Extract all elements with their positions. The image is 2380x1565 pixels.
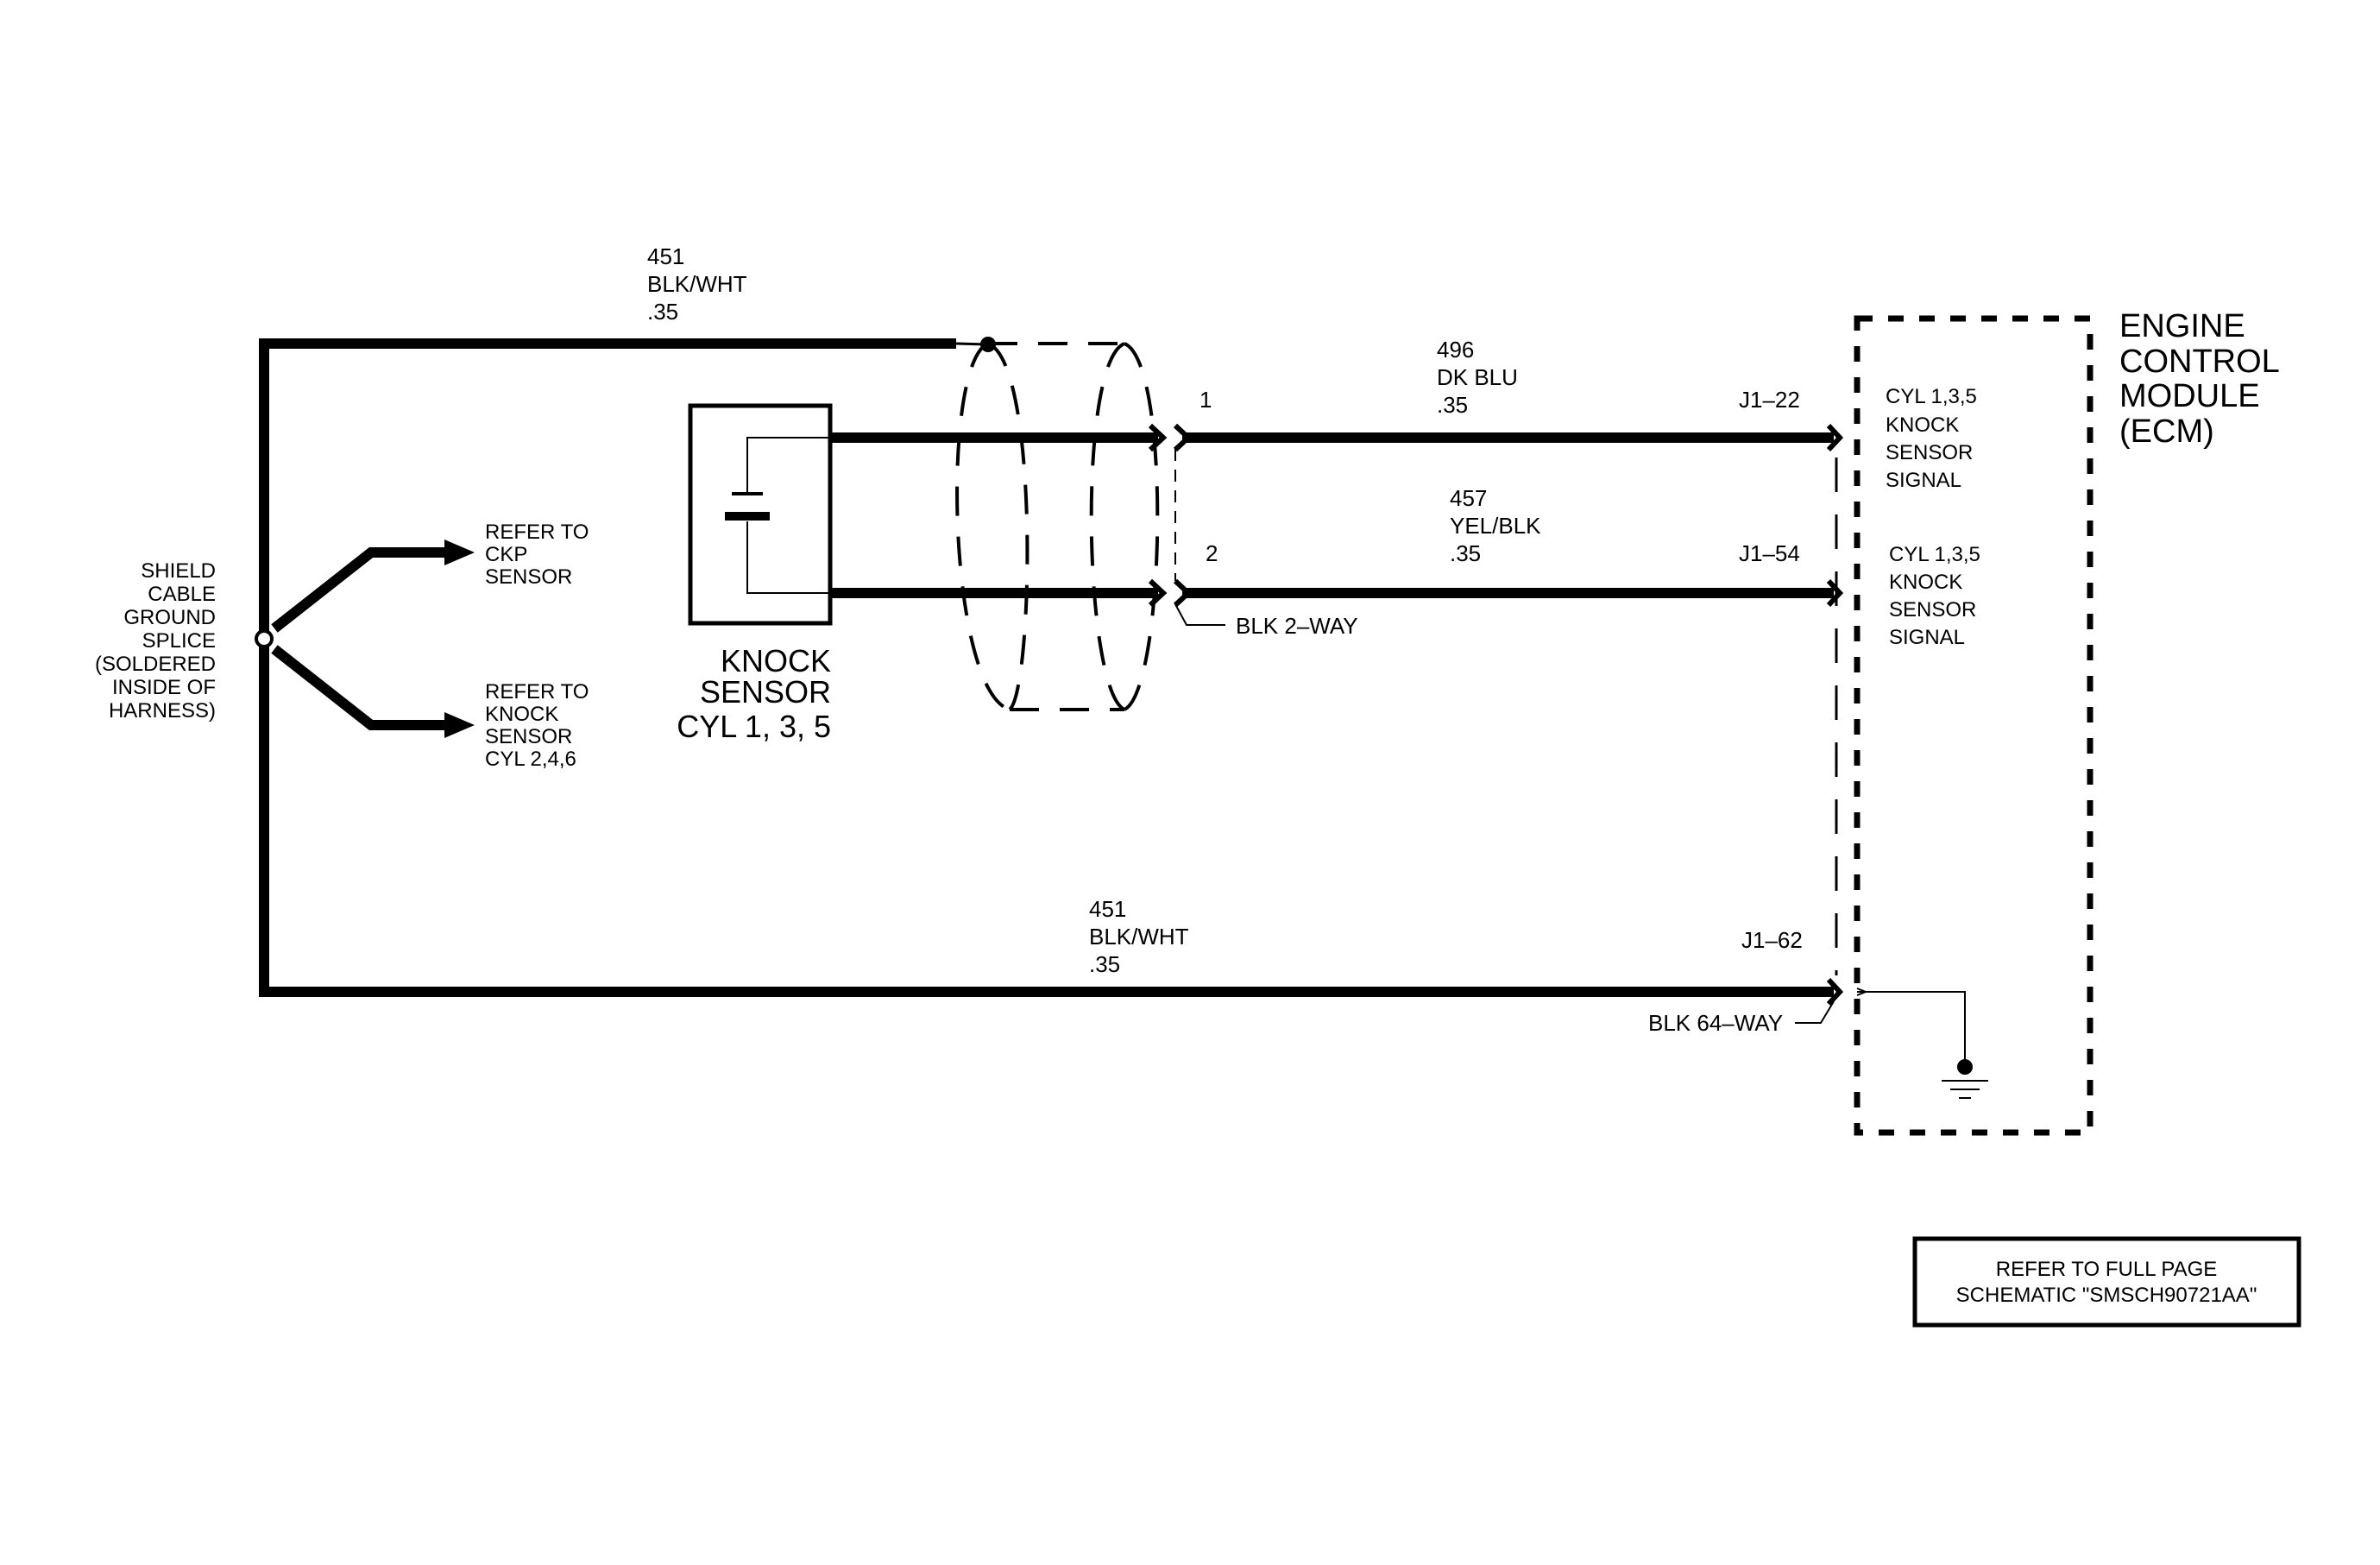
arrow-to-ckp <box>444 540 475 565</box>
splice-label: SHIELD CABLE GROUND SPLICE (SOLDERED INS… <box>95 559 216 723</box>
ecm-signal-line: KNOCK <box>1886 413 1959 437</box>
ecm-signal-line: CYL 1,3,5 <box>1886 385 1977 408</box>
ecm-signal-line: CYL 1,3,5 <box>1889 543 1980 566</box>
splice-label-line: CABLE <box>148 583 216 606</box>
ecm-signal-line: SENSOR <box>1889 598 1976 622</box>
shield-wire-top-label: 451 BLK/WHT .35 <box>647 243 747 325</box>
wire-gauge: .35 <box>1089 951 1120 977</box>
cable-shield <box>955 342 1160 711</box>
ecm-title-line: CONTROL <box>2119 344 2280 380</box>
ref-knock-line: KNOCK <box>485 703 558 726</box>
ecm-title: ENGINE CONTROL MODULE (ECM) <box>2119 308 2280 450</box>
signal-wire-1-label: 496 DK BLU .35 1 J1–22 <box>1199 337 1800 418</box>
splice-label-line: SPLICE <box>142 629 216 653</box>
connector-64way-label: BLK 64–WAY <box>1648 1010 1783 1036</box>
branch-to-knock-246 <box>271 645 449 730</box>
connector-2way-label: BLK 2–WAY <box>1236 613 1358 639</box>
ecm-pin-j1-62: J1–62 <box>1741 927 1803 953</box>
ecm-module-box <box>1854 315 2094 1136</box>
splice-label-line: INSIDE OF <box>112 676 216 699</box>
ref-knock-line: SENSOR <box>485 725 572 748</box>
wire-circuit: 451 <box>647 243 684 269</box>
knock-sensor-line: SENSOR <box>700 674 831 710</box>
footer-note-box <box>1912 1236 2301 1328</box>
splice-label-line: HARNESS) <box>109 699 216 723</box>
shield-wire-bottom-label: 451 BLK/WHT .35 J1–62 <box>1089 896 1803 977</box>
shield-wire-top <box>259 338 1834 997</box>
splice-node <box>255 629 274 648</box>
ecm-title-line: (ECM) <box>2119 413 2214 450</box>
sensor-pin-2: 2 <box>1206 540 1218 566</box>
ecm-title-line: MODULE <box>2119 378 2260 414</box>
knock-sensor-line: CYL 1, 3, 5 <box>677 709 831 744</box>
ref-ckp-line: CKP <box>485 543 527 566</box>
wire-gauge: .35 <box>1437 392 1468 418</box>
signal-wire-2-label: 457 YEL/BLK .35 2 J1–54 <box>1206 485 1800 566</box>
knock-sensor-label: KNOCK SENSOR CYL 1, 3, 5 <box>677 643 831 744</box>
ecm-signal-line: SIGNAL <box>1889 626 1965 649</box>
ref-knock-246-label: REFER TO KNOCK SENSOR CYL 2,4,6 <box>485 680 589 771</box>
footer-note: REFER TO FULL PAGE SCHEMATIC "SMSCH90721… <box>1956 1258 2257 1307</box>
arrow-to-knock-246 <box>444 712 475 738</box>
footer-note-line: SCHEMATIC "SMSCH90721AA" <box>1956 1284 2257 1307</box>
ref-ckp-line: REFER TO <box>485 521 589 544</box>
wire-circuit: 496 <box>1437 337 1474 363</box>
ecm-pin-j1-54: J1–54 <box>1739 540 1800 566</box>
wire-gauge: .35 <box>1450 540 1481 566</box>
sensor-pin-1: 1 <box>1199 387 1212 413</box>
splice-label-line: SHIELD <box>141 559 216 583</box>
ecm-signal-1-label: CYL 1,3,5 KNOCK SENSOR SIGNAL <box>1886 385 1977 492</box>
ecm-signal-line: SENSOR <box>1886 441 1973 464</box>
ecm-ground-symbol <box>1856 988 1988 1099</box>
wire-color: YEL/BLK <box>1450 513 1541 539</box>
ecm-signal-line: SIGNAL <box>1886 469 1961 492</box>
wire-color: BLK/WHT <box>1089 924 1189 950</box>
wire-gauge: .35 <box>647 299 678 325</box>
ecm-signal-line: KNOCK <box>1889 571 1962 594</box>
ref-ckp-label: REFER TO CKP SENSOR <box>485 521 589 589</box>
wire-color: BLK/WHT <box>647 271 747 297</box>
wire-color: DK BLU <box>1437 364 1518 390</box>
knock-sensor-symbol <box>725 437 830 594</box>
splice-label-line: GROUND <box>123 606 216 629</box>
ref-knock-line: REFER TO <box>485 680 589 704</box>
knock-sensor-line: KNOCK <box>721 643 831 678</box>
wire-circuit: 451 <box>1089 896 1126 922</box>
ecm-signal-2-label: CYL 1,3,5 KNOCK SENSOR SIGNAL <box>1889 543 1980 649</box>
branch-to-ckp <box>271 547 449 633</box>
wire-circuit: 457 <box>1450 485 1487 511</box>
splice-label-line: (SOLDERED <box>95 653 216 676</box>
ref-ckp-line: SENSOR <box>485 565 572 589</box>
ref-knock-line: CYL 2,4,6 <box>485 748 576 771</box>
footer-note-line: REFER TO FULL PAGE <box>1996 1258 2218 1281</box>
connector-64way-terminals <box>1826 423 1844 1007</box>
ecm-pin-j1-22: J1–22 <box>1739 387 1800 413</box>
ecm-title-line: ENGINE <box>2119 308 2245 344</box>
